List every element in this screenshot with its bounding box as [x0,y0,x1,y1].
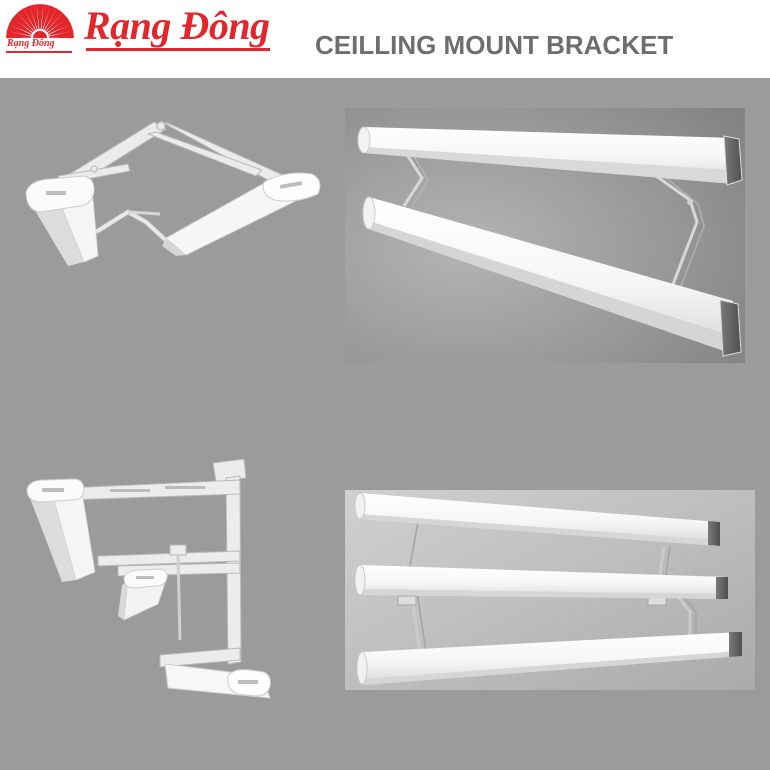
sunburst-logo-icon [6,4,74,39]
logo-ray [29,4,39,30]
logo-ray [43,5,58,30]
tube-shade [162,238,186,256]
tube-shade [364,147,734,184]
light-tube [362,196,742,357]
logo-sun-core [33,31,47,38]
horizontal-bar [159,647,241,668]
tube-end-cap [719,299,742,357]
tube-shade [362,651,740,685]
logo-small-brand-text: Rạng Đông [7,38,55,49]
render-top-right [345,108,745,363]
bracket-frame [57,120,286,189]
brand-underline [86,48,270,51]
light-tube [118,568,169,621]
lower-bracket [94,208,173,247]
cap-logo-mark [42,488,64,492]
render-bottom-left [26,458,271,699]
tube-side [30,202,84,266]
light-tube [356,632,742,685]
light-tube [354,564,728,599]
tube-end-cap [729,632,742,657]
bracket-joint [90,165,98,173]
light-tube [164,663,271,699]
tube-left-end [362,196,376,230]
logo-ray [48,24,74,36]
logo-ray [12,12,34,33]
tube-shade [369,221,733,354]
cap-logo-mark [136,576,154,579]
bracket-frame [65,458,247,668]
logo-ray [36,4,44,29]
logo-ray [6,30,32,39]
logo-small-underline [6,51,72,53]
tube-body [360,493,718,546]
bracket-arm [159,120,286,185]
logo-ray [48,30,74,39]
header-banner: Rạng Đông Rạng Đông CEILLING MOUNT BRACK… [0,0,770,78]
cap-logo-mark [46,191,66,195]
logo-ray [47,17,72,34]
logo-ray [46,12,68,33]
light-tube [162,172,321,256]
render-top-left [25,120,321,266]
bracket [402,149,705,295]
tube-end-cap [708,521,720,546]
bracket-post [176,554,182,641]
cap-logo-mark [238,680,258,684]
logo-ray [41,4,51,30]
logo-ray [8,17,33,34]
tube-shade [360,514,718,546]
tube-end-cap [262,172,321,202]
render-bottom-right [345,490,755,690]
tube-end-cap [716,577,728,599]
tube-shade [360,589,727,599]
bar-slot [110,489,150,492]
tube-side [118,580,128,620]
light-tube [25,175,99,266]
light-tube [354,492,720,546]
tube-end-cap [723,135,743,186]
tube-left-end [356,651,368,685]
tube-side [30,498,76,582]
brand-name: Rạng Đông [84,3,270,48]
bracket-clip [169,544,187,556]
product-renders [25,108,755,699]
light-tube [26,478,96,582]
horizontal-bar [65,479,241,501]
tube-left-end [357,126,371,154]
bracket-arm [146,131,263,177]
cap-logo-mark [279,181,303,189]
bar-slot [165,486,205,489]
logo-ray [6,24,32,36]
tube-body [362,632,740,685]
tube-left-end [354,564,366,596]
bracket-joint [156,121,166,131]
light-tube [357,126,743,186]
logo-ray [44,8,63,32]
logo-ray [22,5,37,30]
logo-ray [17,8,36,32]
horizontal-bar [97,550,241,567]
page-title: CEILLING MOUNT BRACKET [315,30,674,60]
tube-left-end [354,492,366,520]
